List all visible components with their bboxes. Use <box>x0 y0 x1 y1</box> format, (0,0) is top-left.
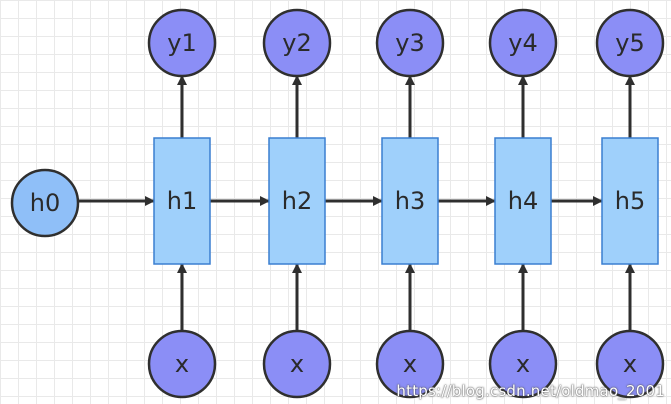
input-label-1: x <box>175 350 189 378</box>
output-label-y4: y4 <box>508 29 537 57</box>
output-node-y3 <box>375 8 445 78</box>
output-label-y3: y3 <box>395 29 424 57</box>
hidden-state-h2 <box>268 137 326 265</box>
hidden-state-label-h2: h2 <box>282 187 312 215</box>
input-label-4: x <box>516 350 530 378</box>
output-label-y5: y5 <box>615 29 644 57</box>
watermark-text: https://blog.csdn.net/oldmao_2001 <box>396 382 665 400</box>
output-node-y1 <box>147 8 217 78</box>
hidden-state-label-h4: h4 <box>508 187 538 215</box>
hidden-state-label-h5: h5 <box>615 187 645 215</box>
input-node-5 <box>595 329 665 399</box>
hidden-state-h4 <box>494 137 552 265</box>
hidden-state-h5 <box>601 137 659 265</box>
hidden-state-label-h3: h3 <box>395 187 425 215</box>
edges-layer <box>78 75 635 331</box>
nodes-layer: h0 h1 y1 x h2 y2 x h3 y3 x h4 y4 x h5 y5 x <box>10 8 665 399</box>
hidden-state-h1 <box>153 137 211 265</box>
input-node-3 <box>375 329 445 399</box>
h0-label: h0 <box>30 189 60 217</box>
input-label-3: x <box>403 350 417 378</box>
h0-node <box>10 168 80 238</box>
input-label-2: x <box>290 350 304 378</box>
output-node-y2 <box>262 8 332 78</box>
input-label-5: x <box>623 350 637 378</box>
output-node-y5 <box>595 8 665 78</box>
hidden-state-label-h1: h1 <box>167 187 197 215</box>
input-node-4 <box>488 329 558 399</box>
output-label-y2: y2 <box>282 29 311 57</box>
output-label-y1: y1 <box>167 29 196 57</box>
input-node-2 <box>262 329 332 399</box>
input-node-1 <box>147 329 217 399</box>
output-node-y4 <box>488 8 558 78</box>
hidden-state-h3 <box>381 137 439 265</box>
